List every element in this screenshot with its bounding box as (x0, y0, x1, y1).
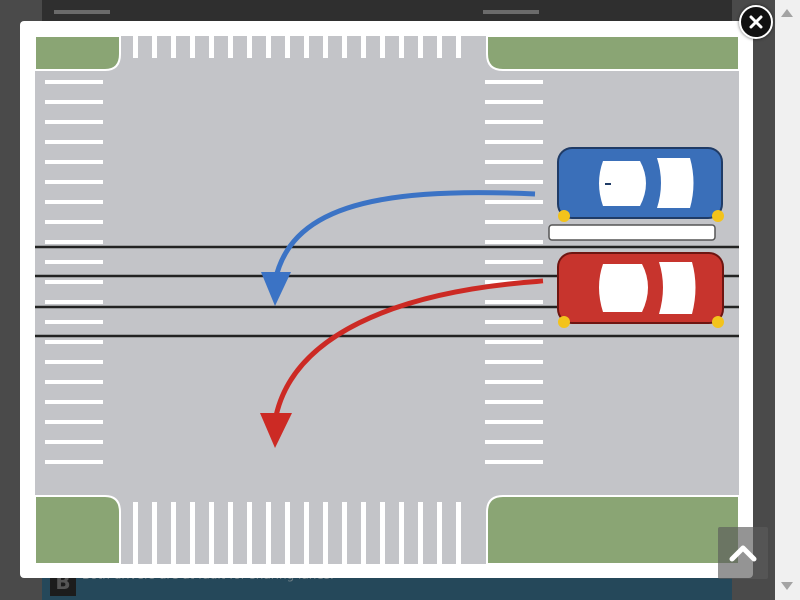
crosswalk-left (45, 80, 103, 464)
close-icon (749, 15, 763, 29)
blue-car-signal-left (558, 210, 570, 222)
red-car-signal-left (558, 316, 570, 328)
grass-bottom-left (35, 495, 121, 564)
crosswalk-right (485, 80, 543, 464)
red-car-signal-right (712, 316, 724, 328)
page-scrollbar[interactable] (775, 0, 800, 600)
chevron-up-icon (729, 545, 757, 562)
grass-top-right (486, 36, 739, 71)
arrow-up-icon[interactable] (781, 9, 793, 17)
grass-bottom-right (486, 495, 739, 564)
blue-turn-arrow (261, 190, 536, 306)
header-line-right (483, 10, 539, 14)
scroll-to-top-button[interactable] (718, 527, 768, 579)
grass-top-left (35, 36, 121, 71)
intersection-diagram (35, 36, 739, 564)
blue-car-signal-right (712, 210, 724, 222)
red-turn-arrow (260, 278, 544, 448)
arrow-down-icon[interactable] (781, 582, 793, 590)
lane-island (548, 224, 716, 241)
header-line-left (54, 10, 110, 14)
crosswalk-top (133, 36, 461, 58)
blue-car (557, 147, 724, 222)
close-button[interactable] (739, 5, 773, 39)
red-car (557, 252, 724, 328)
crosswalk-bottom (133, 502, 461, 564)
